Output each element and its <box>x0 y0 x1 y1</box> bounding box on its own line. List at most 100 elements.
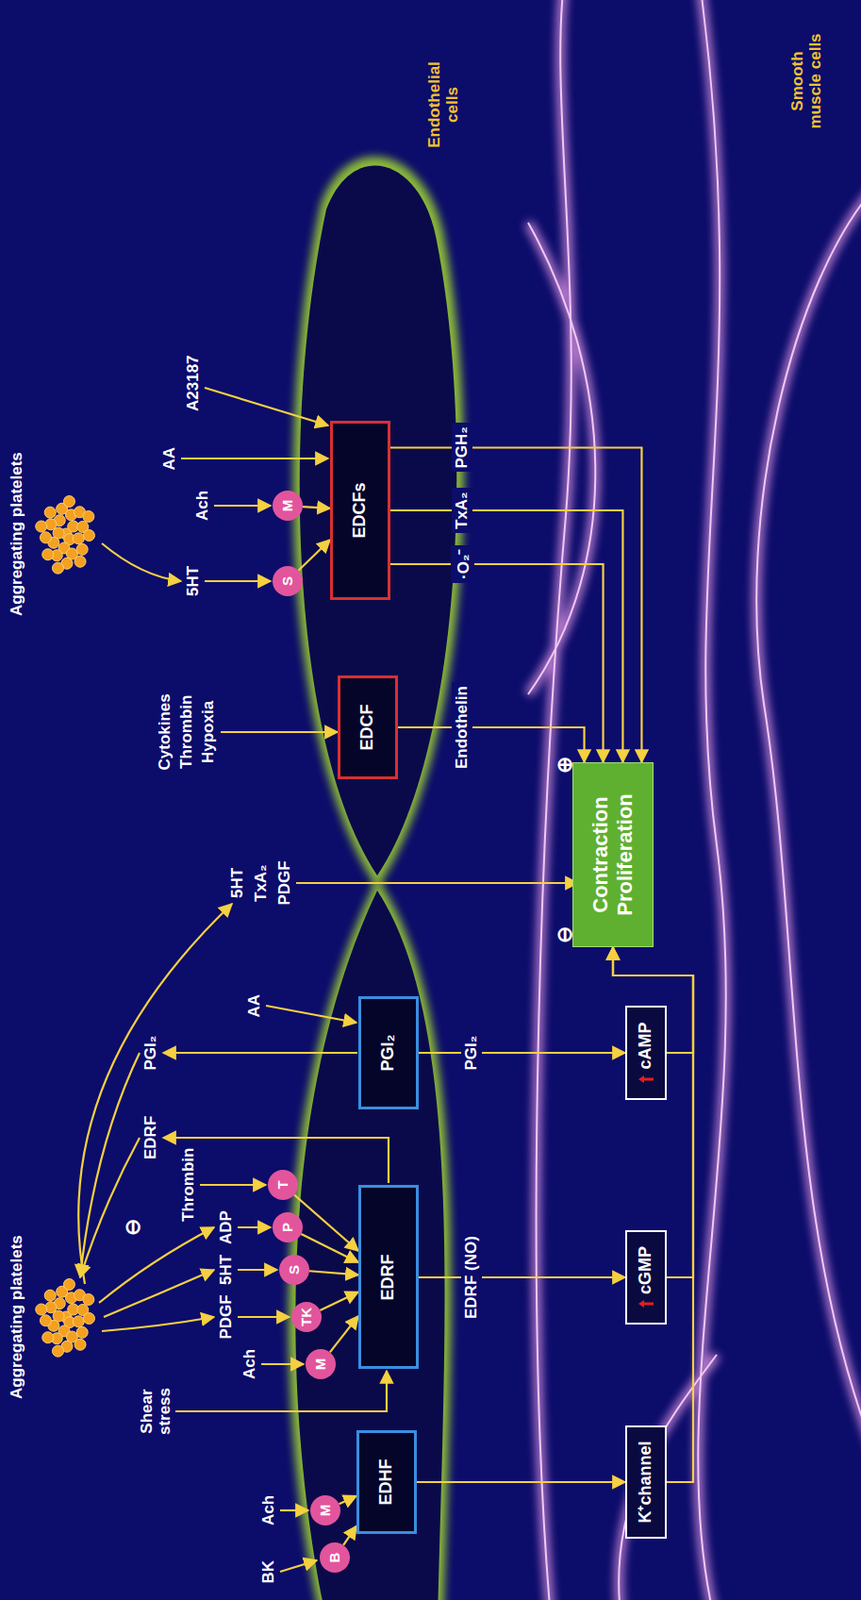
platelet <box>51 1344 64 1357</box>
increase-arrow <box>637 1298 655 1309</box>
signal-arrow <box>103 1269 215 1317</box>
platelet <box>76 1325 88 1338</box>
second-messenger-box: cAMP <box>625 1005 667 1100</box>
signal-connector <box>418 1051 626 1054</box>
smooth-muscle-cells <box>528 0 861 1600</box>
signal-connector <box>390 563 604 762</box>
signal-arrow <box>214 504 271 507</box>
receptor-circle: M <box>310 1494 341 1525</box>
channel-box: K⁺channel <box>625 1424 667 1539</box>
signal-connector <box>339 1495 357 1505</box>
node-text: S <box>285 1264 303 1275</box>
signal-arrow <box>80 1137 140 1277</box>
signal-arrow <box>280 1508 309 1511</box>
signal-arrow <box>163 1051 358 1054</box>
signal-arrow <box>99 1226 215 1303</box>
platelet <box>82 529 95 542</box>
signal-label: Ach <box>259 1494 279 1525</box>
receptor-circle: TK <box>291 1301 322 1332</box>
signal-label: PDGF <box>216 1293 236 1339</box>
signal-arrow <box>199 1183 266 1186</box>
signal-arrow <box>296 881 579 884</box>
node-text: EDHF <box>376 1458 398 1506</box>
signal-label: EDRF <box>141 1115 161 1160</box>
node-text: EDCFs <box>349 482 371 539</box>
node-text: cGMP <box>635 1245 657 1294</box>
signal-connector <box>294 1194 359 1251</box>
signal-connector <box>330 1315 359 1353</box>
platelet <box>72 532 84 545</box>
signal-arrow <box>175 1370 387 1411</box>
signal-label: 5HT <box>228 867 248 898</box>
signal-label: ADP <box>216 1209 236 1244</box>
node-text: TK <box>298 1307 315 1326</box>
signal-arrow <box>101 1316 215 1331</box>
node-text: M <box>279 499 297 513</box>
signal-connector <box>612 946 694 1482</box>
node-text: T <box>274 1179 292 1189</box>
signal-label: Aggregating platelets <box>7 1234 27 1399</box>
signal-arrow <box>280 1559 317 1572</box>
platelet <box>82 511 95 523</box>
signal-connector <box>319 1291 359 1310</box>
platelet <box>82 1312 95 1325</box>
platelet <box>63 496 75 508</box>
node-text: PGI₂ <box>378 1034 399 1072</box>
constricting-factor-box: EDCF <box>337 675 398 779</box>
node-text: cAMP <box>635 1022 657 1070</box>
receptor-circle: T <box>267 1169 299 1200</box>
connector-label: EDRF (NO) <box>461 1231 482 1323</box>
signal-connector <box>390 447 642 763</box>
signal-connector <box>390 510 623 762</box>
platelet <box>35 520 48 532</box>
receptor-circle: S <box>272 565 303 597</box>
increase-arrow <box>638 1075 654 1083</box>
increase-arrow <box>637 1074 655 1084</box>
receptor-circle: B <box>319 1541 350 1573</box>
signal-connector <box>298 539 331 571</box>
receptor-circle: M <box>272 490 303 521</box>
signal-arrow <box>237 1315 290 1318</box>
signal-arrow <box>204 387 329 426</box>
connector-label: PGH₂ <box>451 422 473 472</box>
platelet <box>42 1331 54 1343</box>
connector-label: TxA₂ <box>451 487 473 533</box>
signal-label: Shear stress <box>137 1382 175 1440</box>
increase-arrow <box>638 1299 654 1308</box>
signal-label: BK <box>259 1559 279 1584</box>
signal-label: PGI₂ <box>141 1035 161 1071</box>
signal-arrow <box>261 1362 304 1365</box>
connector-label: Endothelin <box>451 681 473 773</box>
mediator-box: PGI₂ <box>358 995 419 1110</box>
node-text: Contraction Proliferation <box>588 783 639 926</box>
inhibit-stimulate-sign: ⊕ <box>552 756 577 774</box>
signal-label: Thrombin <box>177 695 197 769</box>
signal-connector <box>343 1525 357 1545</box>
signal-connector <box>418 1275 626 1278</box>
signal-arrow <box>237 1268 278 1271</box>
signal-label: Hypoxia <box>198 700 218 763</box>
node-text: EDRF <box>378 1254 399 1301</box>
signal-label: 5HT <box>216 1254 236 1285</box>
connector-label: ·O₂⁻ <box>450 545 475 583</box>
node-text: K⁺channel <box>635 1440 657 1523</box>
signal-arrow <box>237 1225 271 1228</box>
platelet <box>63 1278 75 1291</box>
platelet <box>44 506 56 518</box>
node-text: S <box>279 576 297 586</box>
signal-arrow <box>204 579 271 582</box>
signal-arrow <box>101 543 182 581</box>
signal-label: AA <box>245 993 265 1018</box>
endothelial-cells <box>288 156 464 1600</box>
signal-label: PDGF <box>275 860 295 905</box>
signal-connector <box>309 1270 359 1275</box>
platelet <box>76 543 88 555</box>
platelet-cluster <box>35 496 96 1358</box>
signal-arrow <box>78 903 232 1284</box>
platelet <box>74 555 86 567</box>
receptor-circle: P <box>272 1211 303 1242</box>
constricting-factor-box: EDCFs <box>330 420 391 600</box>
mediator-box: EDRF <box>358 1185 419 1370</box>
